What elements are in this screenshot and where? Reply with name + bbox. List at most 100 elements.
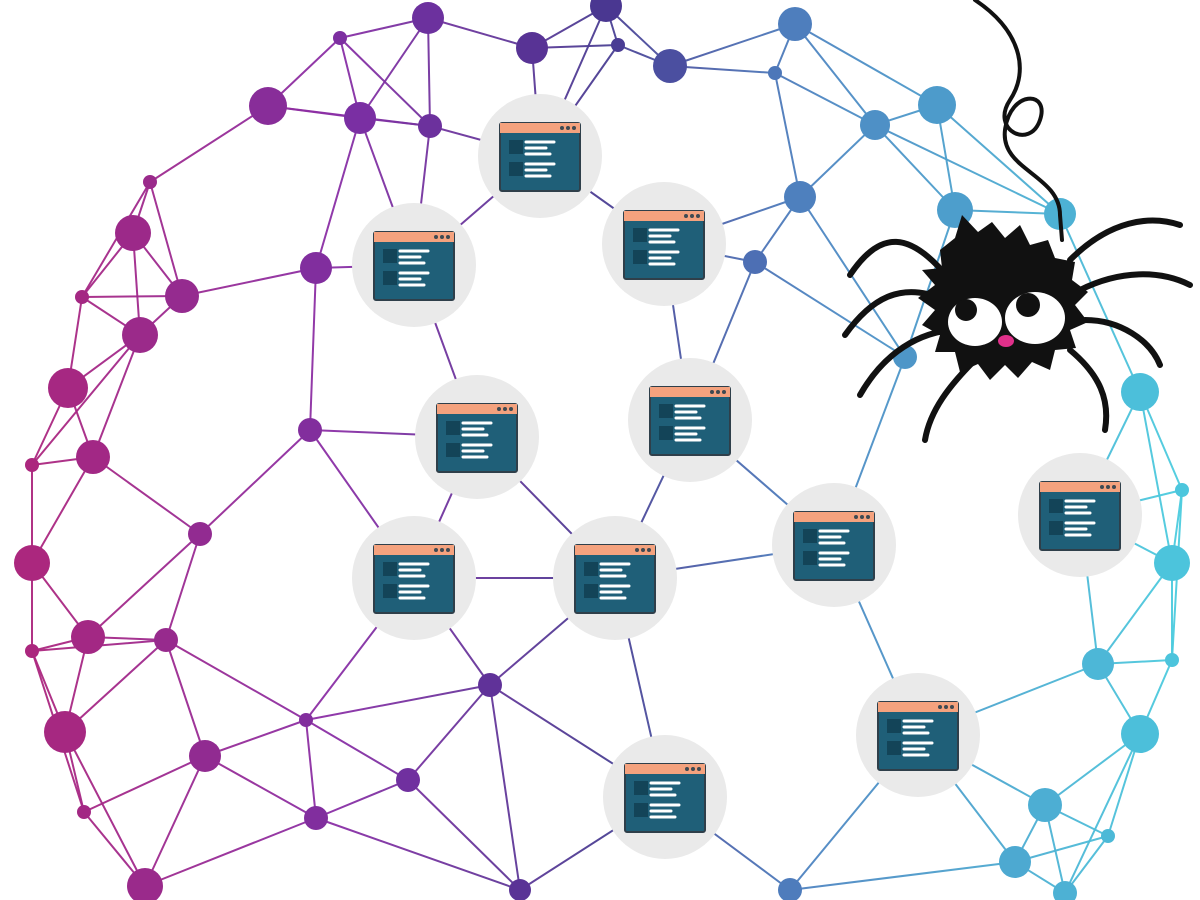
network-node xyxy=(44,711,86,753)
network-node xyxy=(784,181,816,213)
spider-nose xyxy=(998,335,1014,347)
web-page-window-icon xyxy=(352,516,476,640)
web-page-window-icon xyxy=(553,516,677,640)
spider-pupil-right xyxy=(1016,293,1040,317)
spider-leg xyxy=(847,238,953,283)
network-node xyxy=(25,644,39,658)
network-link xyxy=(339,37,431,127)
network-link xyxy=(81,181,151,298)
web-page-window-icon xyxy=(1018,453,1142,577)
network-link xyxy=(87,533,201,638)
network-node xyxy=(333,31,347,45)
spider-leg xyxy=(1082,317,1163,368)
web-page-window-icon xyxy=(856,673,980,797)
network-node xyxy=(14,545,50,581)
network-link xyxy=(149,105,269,183)
web-page-window-icon xyxy=(603,735,727,859)
network-node xyxy=(188,522,212,546)
network-link xyxy=(31,456,94,564)
network-link xyxy=(799,124,876,198)
network-node xyxy=(516,32,548,64)
network-node xyxy=(412,2,444,34)
network-link xyxy=(1097,562,1173,665)
spider-leg xyxy=(1067,347,1110,433)
spider-pupil-left xyxy=(955,299,977,321)
network-node xyxy=(1121,373,1159,411)
network-link xyxy=(407,684,491,781)
network-link xyxy=(144,755,206,887)
web-page-window-icon xyxy=(478,94,602,218)
network-node xyxy=(344,102,376,134)
network-node xyxy=(298,418,322,442)
web-page-window-icon xyxy=(628,358,752,482)
network-node xyxy=(418,114,442,138)
network-node xyxy=(1165,653,1179,667)
network-link xyxy=(489,684,521,891)
network-link xyxy=(92,456,201,535)
network-node xyxy=(299,713,313,727)
network-node xyxy=(860,110,890,140)
network-node xyxy=(1082,648,1114,680)
network-link xyxy=(309,267,317,431)
crawler-spider-icon xyxy=(842,0,1193,443)
network-node xyxy=(590,0,622,22)
network-link xyxy=(874,124,1061,215)
network-node xyxy=(999,846,1031,878)
spider-leg xyxy=(1077,271,1193,293)
network-link xyxy=(1139,391,1173,564)
network-node xyxy=(71,620,105,654)
spider-silk-thread xyxy=(973,0,1064,242)
network-node xyxy=(1175,483,1189,497)
network-link xyxy=(754,261,906,358)
network-node xyxy=(918,86,956,124)
network-link xyxy=(144,817,317,887)
network-link xyxy=(204,755,317,819)
network-link xyxy=(315,817,521,891)
network-node xyxy=(304,806,328,830)
network-link xyxy=(165,639,206,757)
web-page-window-icon xyxy=(415,375,539,499)
network-link xyxy=(794,23,938,106)
network-link xyxy=(305,719,317,819)
network-node xyxy=(1028,788,1062,822)
network-node xyxy=(1154,545,1190,581)
network-node xyxy=(1101,829,1115,843)
network-node xyxy=(778,878,802,900)
network-nodes xyxy=(14,0,1190,900)
network-link xyxy=(1059,213,1141,393)
network-link xyxy=(315,117,361,269)
network-link xyxy=(199,429,311,535)
network-node xyxy=(509,879,531,900)
network-link xyxy=(427,17,431,127)
web-page-window-icon xyxy=(772,483,896,607)
network-node xyxy=(396,768,420,792)
network-node xyxy=(115,215,151,251)
network-node xyxy=(25,458,39,472)
network-node xyxy=(122,317,158,353)
network-node xyxy=(76,440,110,474)
network-link xyxy=(427,17,533,49)
web-page-icons xyxy=(352,94,1142,859)
network-link xyxy=(315,779,409,819)
network-node xyxy=(154,628,178,652)
network-node xyxy=(77,805,91,819)
network-node xyxy=(189,740,221,772)
network-link xyxy=(31,334,141,466)
network-link xyxy=(799,196,906,358)
network-link xyxy=(794,23,876,126)
network-link xyxy=(149,181,183,297)
network-link xyxy=(359,17,429,119)
network-link xyxy=(936,104,1061,215)
network-node xyxy=(653,49,687,83)
network-node xyxy=(127,868,163,900)
network-node xyxy=(143,175,157,189)
network-node xyxy=(249,87,287,125)
network-node xyxy=(743,250,767,274)
network-link xyxy=(204,719,307,757)
network-node xyxy=(1053,881,1077,900)
network-link xyxy=(1064,733,1141,894)
network-link xyxy=(92,334,141,458)
network-link xyxy=(669,23,796,67)
web-page-window-icon xyxy=(602,182,726,306)
